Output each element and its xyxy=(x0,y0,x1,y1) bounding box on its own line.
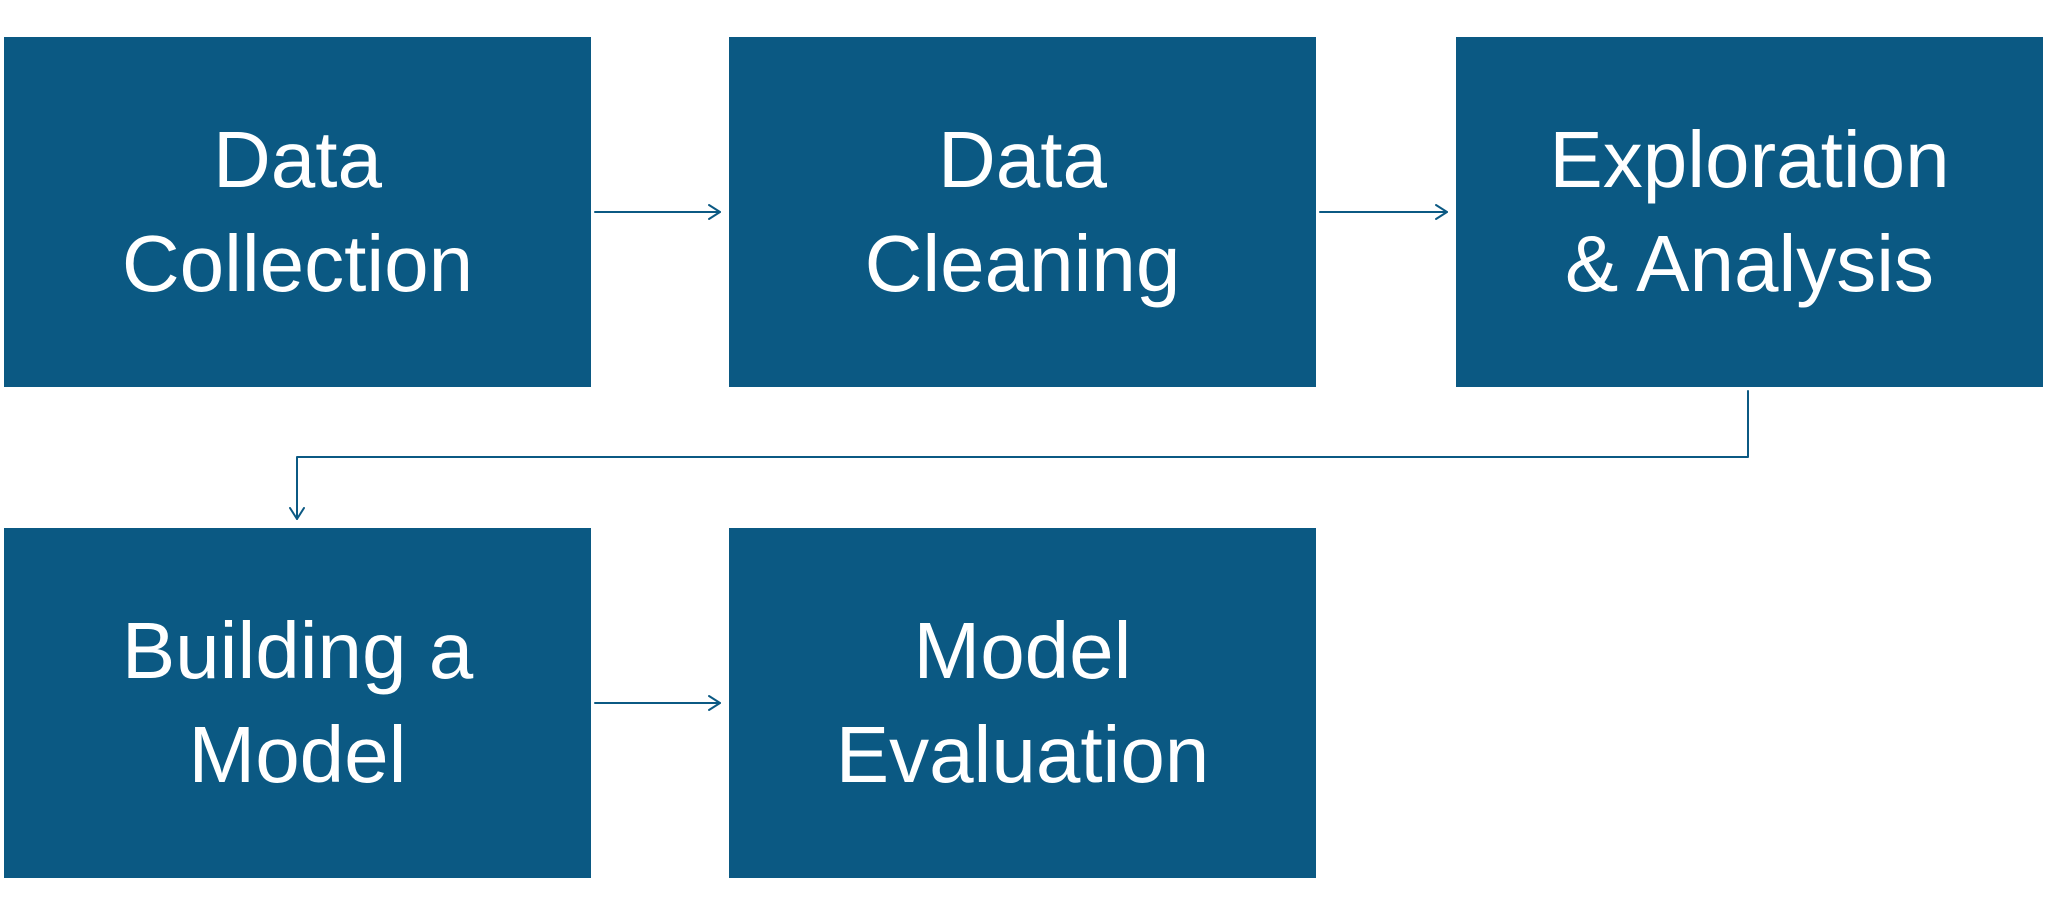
step-label-line2: Cleaning xyxy=(864,219,1181,308)
step-label-line1: Data xyxy=(213,115,382,204)
step-data-cleaning: Data Cleaning xyxy=(729,37,1316,387)
step-label-line2: Evaluation xyxy=(835,710,1210,799)
step-label-line1: Building a xyxy=(121,606,474,695)
step-model-evaluation: Model Evaluation xyxy=(729,528,1316,878)
arrow-building-to-evaluation xyxy=(594,695,721,711)
step-data-collection: Data Collection xyxy=(4,37,591,387)
step-label-line2: Collection xyxy=(121,219,474,308)
arrow-collection-to-cleaning xyxy=(594,204,721,220)
step-building-model: Building a Model xyxy=(4,528,591,878)
arrow-exploration-to-building xyxy=(289,390,1749,520)
step-label-line2: & Analysis xyxy=(1564,219,1935,308)
arrow-cleaning-to-exploration xyxy=(1319,204,1448,220)
step-label-line1: Model xyxy=(913,606,1132,695)
step-label-line1: Exploration xyxy=(1549,115,1950,204)
step-label-line2: Model xyxy=(188,710,407,799)
step-exploration-analysis: Exploration & Analysis xyxy=(1456,37,2043,387)
step-label-line1: Data xyxy=(938,115,1107,204)
